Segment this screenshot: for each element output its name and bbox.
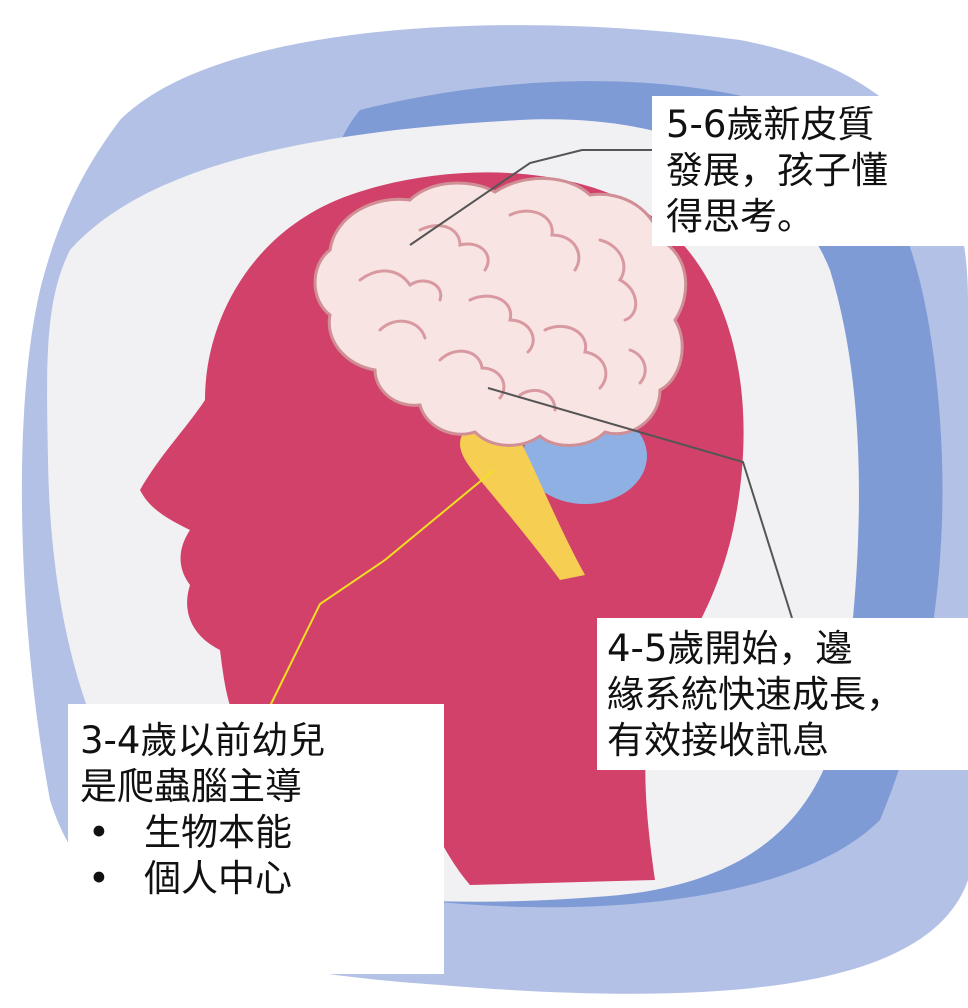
callout-limbic-line: 4-5歲開始，邊: [607, 626, 968, 672]
bullet-dot: •: [88, 856, 144, 902]
callout-reptile-line: 3-4歲以前幼兒: [80, 718, 444, 764]
callout-reptile-bullets: •生物本能 •個人中心: [80, 810, 444, 902]
bullet-dot: •: [88, 810, 144, 856]
callout-limbic-line: 有效接收訊息: [607, 718, 968, 764]
callout-neocortex-line: 得思考。: [666, 194, 968, 240]
callout-neocortex: 5-6歲新皮質 發展，孩子懂 得思考。: [652, 96, 968, 246]
callout-reptile: 3-4歲以前幼兒 是爬蟲腦主導 •生物本能 •個人中心: [68, 704, 444, 974]
bullet-item: •生物本能: [80, 810, 444, 856]
callout-limbic-line: 緣系統快速成長，: [607, 672, 968, 718]
callout-neocortex-line: 5-6歲新皮質: [666, 102, 968, 148]
callout-limbic: 4-5歲開始，邊 緣系統快速成長， 有效接收訊息: [597, 618, 968, 770]
callout-neocortex-line: 發展，孩子懂: [666, 148, 968, 194]
bullet-item: •個人中心: [80, 856, 444, 902]
callout-reptile-line: 是爬蟲腦主導: [80, 764, 444, 810]
bullet-text: 生物本能: [144, 811, 292, 854]
bullet-text: 個人中心: [144, 857, 292, 900]
